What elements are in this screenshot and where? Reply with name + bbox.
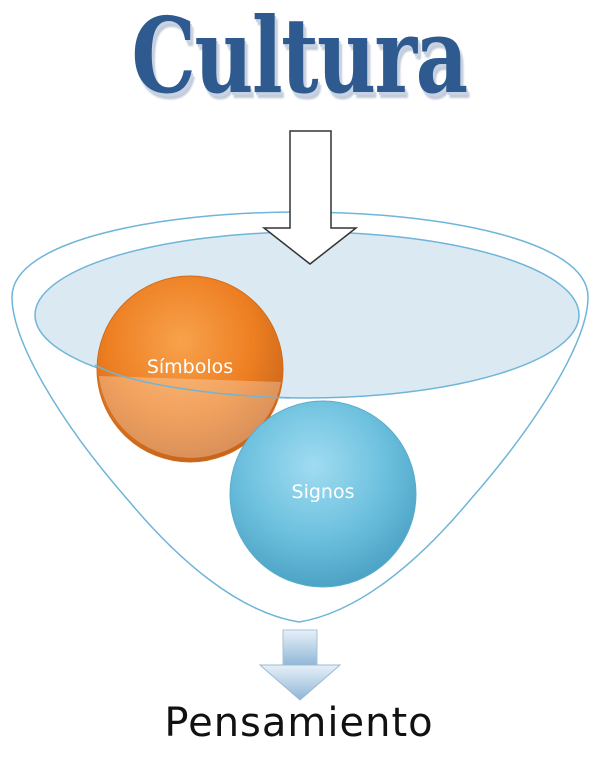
title-cultura: Cultura [131,0,468,117]
simbolos-label: Símbolos [146,356,234,378]
funnel-rim-line [94,364,291,399]
simbolos-circle [96,275,284,463]
result-pensamiento: Pensamiento [164,700,434,746]
input-arrow [261,130,359,265]
output-arrow [258,629,342,701]
signos-label: Signos [291,481,355,503]
funnel-outline [11,211,589,623]
signos-circle [229,400,417,588]
